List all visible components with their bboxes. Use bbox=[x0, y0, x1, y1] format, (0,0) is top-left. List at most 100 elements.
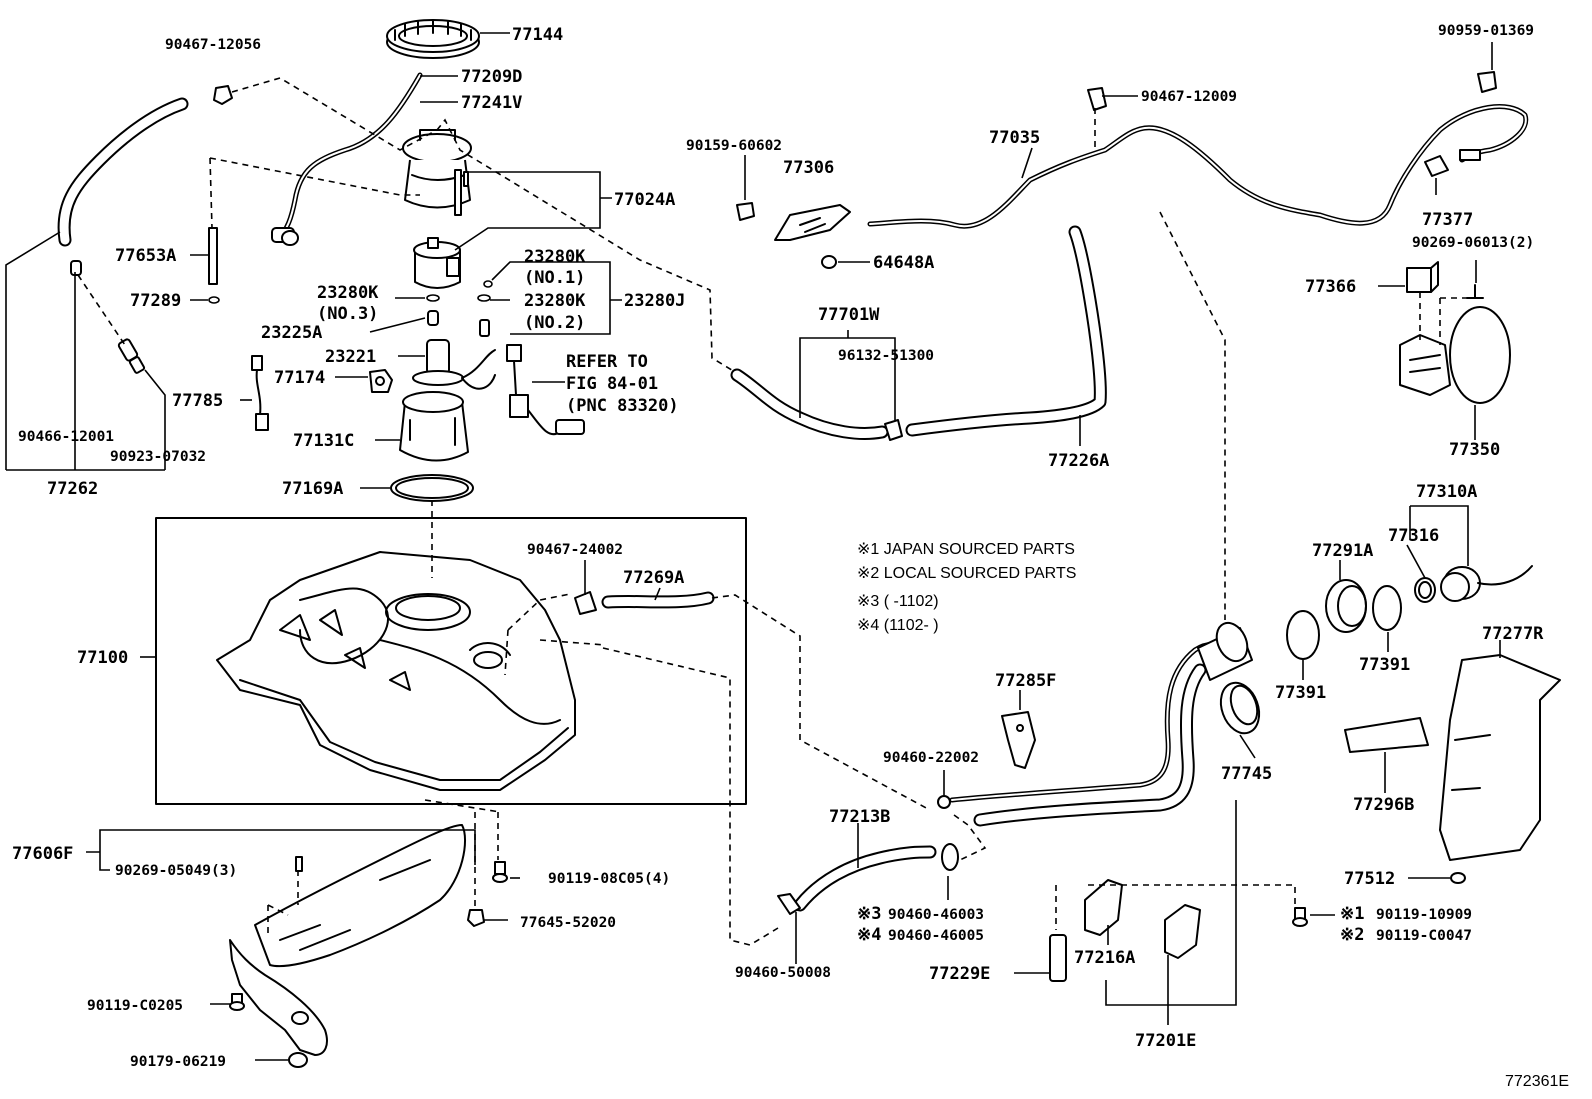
label-77606F: 77606F bbox=[12, 844, 73, 864]
heat-insulator-77606F bbox=[229, 824, 466, 1056]
note-1: ※1 JAPAN SOURCED PARTS bbox=[857, 541, 1075, 558]
label-77645-52020: 77645-52020 bbox=[520, 915, 616, 931]
label-77209D: 77209D bbox=[461, 67, 522, 87]
o-ring-no2 bbox=[477, 294, 491, 302]
label-77277R: 77277R bbox=[1482, 624, 1544, 644]
label-96132-51300: 96132-51300 bbox=[838, 348, 934, 364]
vent-hose-77262 bbox=[57, 97, 189, 374]
note-4: ※4 (1102- ) bbox=[857, 617, 939, 634]
label-77216A: 77216A bbox=[1074, 948, 1135, 968]
bolt-90119-C0205 bbox=[229, 993, 245, 1011]
pump-reservoir-77131C bbox=[399, 391, 469, 462]
fuel-lid-lock-77366 bbox=[1406, 261, 1439, 293]
label-77262: 77262 bbox=[47, 479, 98, 499]
bracket-77285F bbox=[1001, 711, 1036, 769]
label-77391-right: 77391 bbox=[1359, 655, 1410, 675]
seal-77391-right bbox=[1372, 585, 1402, 631]
label-90460-46005: 90460-46005 bbox=[888, 928, 984, 944]
dashed-lines bbox=[77, 77, 1470, 946]
label-23225A: 23225A bbox=[261, 323, 322, 343]
label-77269A: 77269A bbox=[623, 568, 684, 588]
nut-64648A bbox=[821, 255, 837, 269]
note-2: ※2 LOCAL SOURCED PARTS bbox=[857, 565, 1076, 582]
label-77241V: 77241V bbox=[461, 93, 522, 113]
clip-90269-05049 bbox=[295, 856, 303, 872]
label-90460-50008: 90460-50008 bbox=[735, 965, 831, 981]
label-77201E: 77201E bbox=[1135, 1031, 1196, 1051]
label-77653A: 77653A bbox=[115, 246, 176, 266]
label-90959-01369: 90959-01369 bbox=[1438, 23, 1534, 39]
clip-90959-01369 bbox=[1477, 71, 1497, 93]
lock-ring-77144 bbox=[386, 19, 480, 59]
clamp-77216A bbox=[1084, 879, 1201, 959]
label-90119-08C05: 90119-08C05(4) bbox=[548, 871, 670, 887]
fuel-filter bbox=[413, 237, 461, 289]
bracket-77306 bbox=[774, 204, 851, 241]
note-3: ※3 ( -1102) bbox=[857, 593, 939, 610]
nut-90179-06219 bbox=[288, 1052, 308, 1068]
label-77512: 77512 bbox=[1344, 869, 1395, 889]
label-77366: 77366 bbox=[1305, 277, 1356, 297]
label-90119-C0047: 90119-C0047 bbox=[1376, 928, 1472, 944]
label-23280K-no1-sub: (NO.1) bbox=[524, 268, 585, 288]
fuel-door-opener-77377 bbox=[1424, 149, 1481, 177]
label-77785: 77785 bbox=[172, 391, 223, 411]
screw-90269-06013 bbox=[1466, 284, 1484, 299]
label-90467-12009: 90467-12009 bbox=[1141, 89, 1237, 105]
leader-lines bbox=[5, 32, 1501, 1061]
clip-77229E bbox=[1049, 934, 1067, 982]
label-90269-06013: 90269-06013(2) bbox=[1412, 235, 1534, 251]
label-77035: 77035 bbox=[989, 128, 1040, 148]
label-64648A: 64648A bbox=[873, 253, 934, 273]
fuel-filler-pipe-77201E bbox=[949, 621, 1253, 827]
note-marker-4: ※4 bbox=[857, 925, 881, 945]
fuel-pump-23221 bbox=[412, 339, 496, 390]
label-77169A: 77169A bbox=[282, 479, 343, 499]
label-77285F: 77285F bbox=[995, 671, 1056, 691]
fuel-tank-77100 bbox=[216, 551, 576, 791]
label-23280K-no2-sub: (NO.2) bbox=[524, 313, 585, 333]
label-77377: 77377 bbox=[1422, 210, 1473, 230]
fuel-line-77209D bbox=[271, 72, 423, 246]
clip-77645-52020 bbox=[467, 909, 485, 927]
label-fig-84-01: FIG 84-01 bbox=[566, 374, 658, 394]
filter-23225A bbox=[427, 310, 439, 326]
filler-cap-ring-77745 bbox=[1219, 681, 1261, 735]
note-marker-1: ※1 bbox=[1340, 904, 1364, 924]
label-pnc-83320: (PNC 83320) bbox=[566, 396, 679, 416]
clamp-90460-22002 bbox=[937, 795, 951, 809]
bracket-77296B bbox=[1344, 717, 1429, 753]
label-90467-24002: 90467-24002 bbox=[527, 542, 623, 558]
label-23280K-no1: 23280K bbox=[524, 247, 586, 267]
note-marker-2: ※2 bbox=[1340, 925, 1364, 945]
label-90269-05049: 90269-05049(3) bbox=[115, 863, 237, 879]
label-90460-46003: 90460-46003 bbox=[888, 907, 984, 923]
label-77229E: 77229E bbox=[929, 964, 990, 984]
label-90467-12056: 90467-12056 bbox=[165, 37, 261, 53]
o-ring-no3 bbox=[426, 294, 440, 302]
grommet-77512 bbox=[1450, 872, 1466, 884]
hose-77269A bbox=[574, 591, 715, 615]
rod-77653A bbox=[208, 227, 218, 285]
label-23280K-no3: 23280K bbox=[317, 283, 379, 303]
label-23280K-no2: 23280K bbox=[524, 291, 586, 311]
o-ring-no1 bbox=[483, 280, 493, 288]
label-refer-to: REFER TO bbox=[566, 352, 648, 372]
fuel-pump-connector bbox=[479, 319, 490, 337]
figure-id: 772361E bbox=[1505, 1073, 1569, 1090]
label-77289: 77289 bbox=[130, 291, 181, 311]
label-77296B: 77296B bbox=[1353, 795, 1414, 815]
filler-neck-77291A bbox=[1325, 579, 1367, 633]
seal-77391-left bbox=[1286, 610, 1320, 660]
label-77131C: 77131C bbox=[293, 431, 354, 451]
label-77100: 77100 bbox=[77, 648, 128, 668]
bolt-90159-60602 bbox=[736, 202, 755, 221]
seal-77289 bbox=[208, 296, 220, 304]
label-90179-06219: 90179-06219 bbox=[130, 1054, 226, 1070]
clamp-90467-12056 bbox=[213, 85, 233, 105]
label-77024A: 77024A bbox=[614, 190, 675, 210]
label-90460-22002: 90460-22002 bbox=[883, 750, 979, 766]
label-23280J: 23280J bbox=[624, 291, 685, 311]
label-77226A: 77226A bbox=[1048, 451, 1109, 471]
